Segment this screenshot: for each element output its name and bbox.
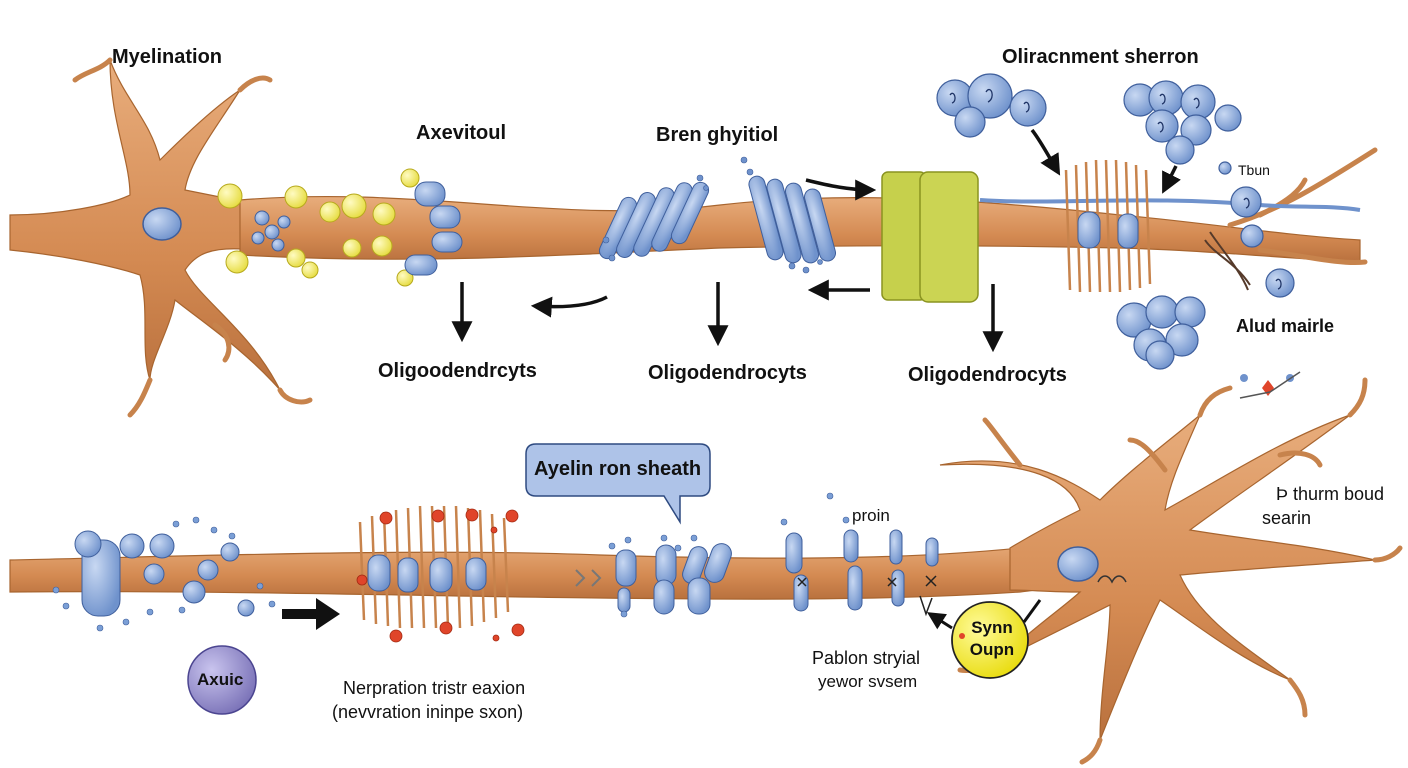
label-oupn: Oupn: [969, 640, 1015, 659]
bottom-dark-marks: [797, 575, 937, 617]
label-oligodendrocyts-3: Oligodendrocyts: [908, 364, 1067, 386]
label-alud-mairle: Alud mairle: [1236, 316, 1335, 336]
label-myelination: Myelination: [112, 46, 223, 68]
yellow-vesicles: [217, 168, 420, 287]
label-ayelin-sheath: Ayelin ron sheath: [534, 458, 702, 480]
label-thurm-boud-2: searin: [1262, 508, 1312, 528]
bottom-myelin-bars: [615, 529, 939, 615]
bottom-dendrites: [957, 377, 1403, 765]
red-dots: [356, 508, 525, 643]
vesicle-cluster: [251, 181, 463, 276]
comb-blue-segments: [1077, 211, 1139, 249]
label-synn: Synn: [971, 618, 1013, 637]
arrows-top: [451, 128, 1181, 353]
bottom-neuron-body: [939, 414, 1376, 741]
label-nerpration-1: Nerpration tristr eaxion: [343, 678, 526, 698]
label-axuic: Axuic: [197, 670, 244, 689]
label-oligodendrocyts-2: Oligodendrocyts: [648, 362, 807, 384]
oligo-cluster-bottom: [1116, 295, 1206, 370]
label-oliracnment-sherron: Oliracnment sherron: [1002, 46, 1199, 68]
synn-left-pointer: [926, 612, 953, 630]
oligo-cluster-top-right: [1123, 80, 1242, 165]
nucleolus-squiggle: [1097, 575, 1127, 584]
thin-fiber: [979, 198, 1361, 212]
bottom-nucleus: [1057, 546, 1099, 582]
label-thurm-boud-1: Þ thurm boud: [1276, 484, 1385, 504]
squiggles: [949, 88, 1282, 290]
fiber-knot: [1204, 231, 1251, 291]
myelin-stack-2: [748, 175, 837, 264]
synn-red-spot: [959, 633, 965, 639]
chevrons: [575, 569, 602, 587]
label-pablon-2: yewor svsem: [818, 672, 918, 691]
label-proin: proin: [852, 506, 890, 525]
top-nucleus: [142, 207, 182, 241]
loose-spheres: [1218, 161, 1295, 298]
label-axevitoul: Axevitoul: [416, 122, 507, 144]
label-pablon-1: Pablon stryial: [812, 648, 921, 668]
green-sheath: [881, 171, 979, 303]
myelin-stack-1: [598, 181, 710, 260]
ayelin-bubble: [525, 443, 711, 525]
cup-vesicles: [74, 530, 255, 617]
bottom-arrow: [282, 598, 340, 630]
label-bren-ghyitiol: Bren ghyitiol: [656, 124, 779, 146]
axuic-circle: [187, 645, 257, 715]
bottom-comb-blue: [367, 554, 487, 593]
synn-pointer: [1022, 599, 1042, 623]
top-axon-terminals: [1227, 147, 1378, 266]
scattered-dots: [602, 156, 823, 274]
label-nerpration-2: (nevvration ininpe sxon): [332, 702, 524, 722]
bottom-mid-dots: [608, 492, 850, 618]
synn-circle: [951, 601, 1029, 679]
small-synapse-mark: [1239, 371, 1301, 399]
label-oligodendrocyts-1: Oligoodendrcyts: [378, 360, 537, 382]
label-tbun: Tbun: [1238, 162, 1270, 178]
bottom-scatter-dots: [52, 516, 276, 632]
oligo-cluster-top-left: [936, 73, 1047, 138]
top-dendrites: [72, 57, 313, 418]
